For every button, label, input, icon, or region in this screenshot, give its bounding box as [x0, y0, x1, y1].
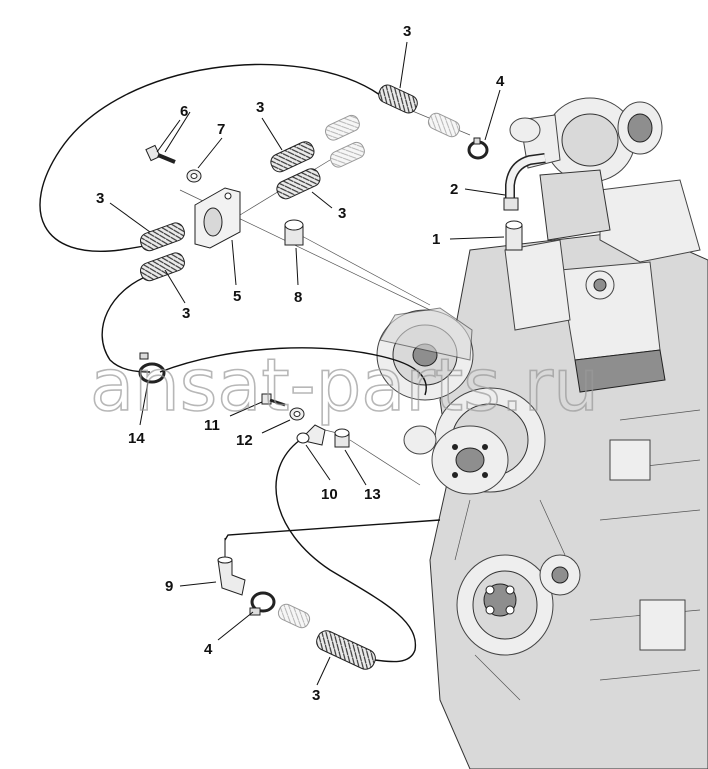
hose-clamp	[138, 352, 166, 384]
elbow-fitting	[217, 556, 246, 596]
union-fitting	[505, 220, 523, 251]
spring-hose	[276, 141, 365, 200]
pipe-clip	[296, 424, 326, 446]
hose-clamp	[249, 591, 276, 616]
spring-hose	[140, 222, 185, 252]
callout-12: 12	[236, 432, 253, 449]
spring-hose	[270, 114, 360, 173]
callout-3: 3	[96, 190, 104, 207]
spring-hose	[140, 252, 185, 282]
callout-leaders	[109, 41, 506, 686]
spacer-sleeve	[284, 219, 304, 246]
callout-8: 8	[294, 289, 302, 306]
callout-5: 5	[233, 288, 241, 305]
engine-assembly	[376, 97, 708, 769]
washer	[289, 407, 305, 421]
callout-4: 4	[204, 641, 213, 658]
lower-pulley	[454, 499, 581, 701]
callout-labels: 3 4 6 3 7 2 3 3 1 5 8 3 11 14 12 10 13 9…	[96, 23, 505, 704]
callout-3: 3	[338, 205, 346, 222]
crankshaft-pulley	[403, 387, 546, 495]
callout-10: 10	[321, 486, 338, 503]
callout-7: 7	[217, 121, 225, 138]
alternator	[376, 307, 474, 401]
callout-3: 3	[182, 305, 190, 322]
callout-3: 3	[403, 23, 411, 40]
spring-hose	[277, 603, 376, 670]
mounting-bracket	[194, 187, 241, 249]
turbocharger	[509, 97, 663, 241]
callout-3: 3	[312, 687, 320, 704]
watermark-text: ansat-parts.ru	[90, 343, 599, 427]
washer	[186, 169, 202, 183]
callout-9: 9	[165, 578, 173, 595]
callout-14: 14	[128, 430, 145, 447]
callout-13: 13	[364, 486, 381, 503]
bolt	[145, 144, 176, 164]
elbow-pipe	[503, 153, 546, 211]
bolt	[261, 393, 286, 407]
callout-4: 4	[496, 73, 505, 90]
callout-3: 3	[256, 99, 264, 116]
hose-clamp	[467, 137, 489, 160]
hose-segment	[427, 112, 461, 138]
spacer-sleeve	[334, 428, 350, 448]
spring-hose	[378, 84, 418, 114]
callout-11: 11	[204, 417, 220, 434]
pipe-routing-lines	[39, 63, 441, 663]
callout-1: 1	[432, 231, 440, 248]
callout-2: 2	[450, 181, 458, 198]
callout-6: 6	[180, 103, 188, 120]
